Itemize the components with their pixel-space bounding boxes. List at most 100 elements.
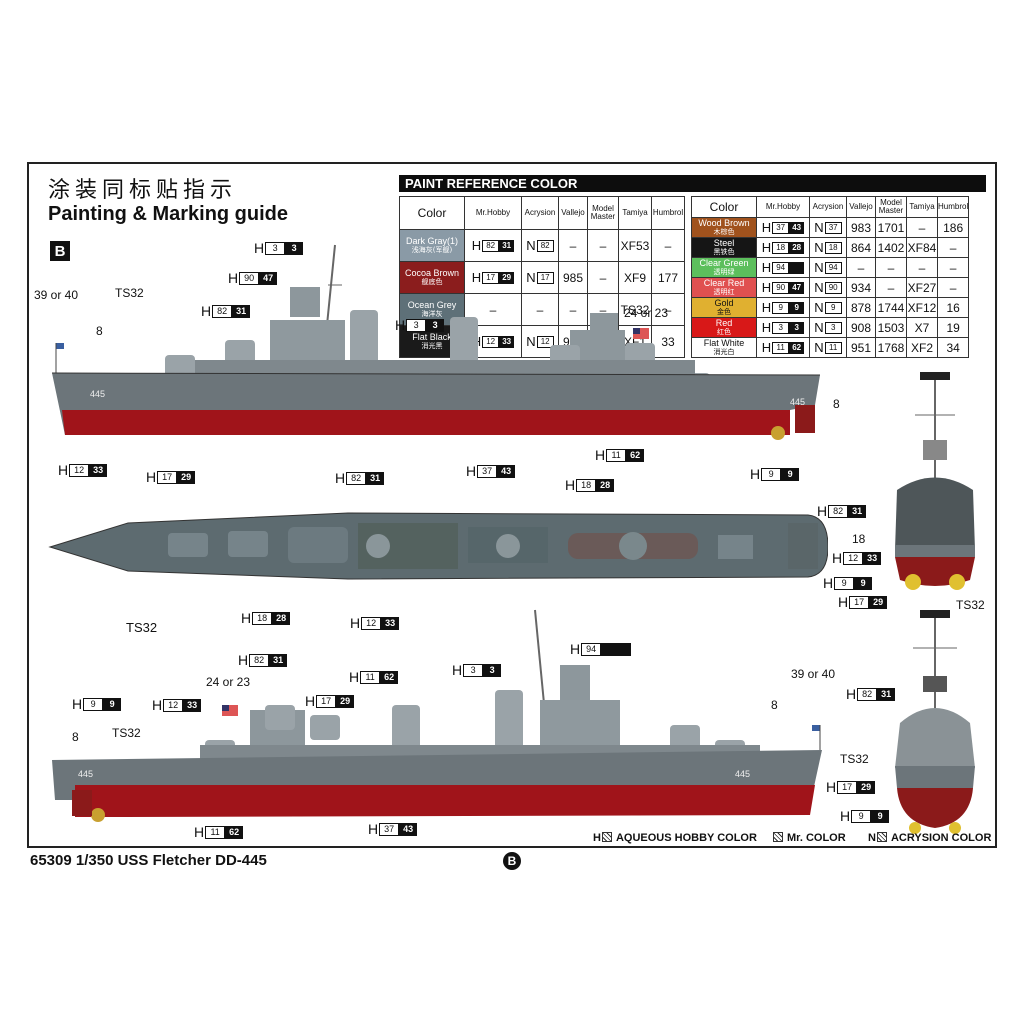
svg-text:445: 445 — [790, 397, 805, 407]
col-color: Color — [691, 196, 757, 218]
footer-page-badge: B — [503, 852, 521, 870]
col-color: Color — [399, 195, 465, 231]
paint-table-right: Color Mr.Hobby Acrysion Vallejo Model Ma… — [691, 196, 970, 358]
vallejo-code: 908 — [846, 317, 876, 338]
model_master-code: 1402 — [875, 237, 907, 258]
title-chinese: 涂装同标贴指示 — [48, 178, 238, 203]
label-decal-8: 8 — [771, 698, 778, 712]
vallejo-code: 864 — [846, 237, 876, 258]
footer-product-title: 65309 1/350 USS Fletcher DD-445 — [30, 852, 267, 869]
page-title: Painting & Marking guide — [48, 203, 289, 225]
model_master-code: 1701 — [875, 217, 907, 238]
paint-table-title: PAINT REFERENCE COLOR — [399, 175, 986, 192]
model_master-code: – — [875, 277, 907, 298]
col-tamiya: Tamiya — [906, 196, 938, 218]
tamiya-code: XF9 — [618, 261, 652, 295]
col-modelmaster: Model Master — [587, 195, 619, 231]
label-decal-8: 8 — [72, 730, 79, 744]
model_master-code: – — [875, 257, 907, 278]
col-mrhobby: Mr.Hobby — [464, 195, 522, 231]
tamiya-code: XF27 — [906, 277, 938, 298]
label-flag-jack: 39 or 40 — [791, 667, 836, 681]
tamiya-code: XF84 — [906, 237, 938, 258]
humbrol-code: 177 — [651, 261, 685, 295]
ship-side-view-top: 445 445 — [51, 244, 821, 440]
col-vallejo: Vallejo — [558, 195, 588, 231]
humbrol-code: – — [936, 257, 970, 278]
label-flag-ensign: 24 or 23 — [624, 306, 669, 320]
section-badge: B — [50, 241, 70, 261]
vallejo-code: 878 — [846, 297, 876, 318]
legend-mr-color: Mr. COLOR — [772, 831, 846, 844]
vallejo-code: 983 — [846, 217, 876, 238]
humbrol-code: 33 — [651, 325, 685, 358]
humbrol-code: 34 — [936, 337, 970, 358]
label-decal-8: 8 — [96, 324, 103, 338]
svg-text:445: 445 — [78, 769, 93, 779]
ship-top-view — [48, 512, 828, 580]
model_master-code: 1744 — [875, 297, 907, 318]
col-humbrol: Humbrol — [936, 196, 970, 218]
tamiya-code: XF2 — [906, 337, 938, 358]
humbrol-code: – — [936, 237, 970, 258]
tamiya-code: – — [906, 217, 938, 238]
model_master-code: 1503 — [875, 317, 907, 338]
label-ts32: TS32 — [840, 752, 869, 766]
col-acrysion: Acrysion — [521, 195, 559, 231]
paint-reference-table: PAINT REFERENCE COLOR Color Mr.Hobby Acr… — [399, 175, 986, 358]
tamiya-code: XF12 — [906, 297, 938, 318]
ship-stern-view — [895, 372, 975, 590]
vallejo-code: – — [558, 229, 588, 263]
vallejo-code: – — [846, 257, 876, 278]
tamiya-code: X7 — [906, 317, 938, 338]
col-humbrol: Humbrol — [651, 195, 685, 231]
ship-bow-view — [895, 610, 975, 834]
col-vallejo: Vallejo — [846, 196, 876, 218]
col-tamiya: Tamiya — [618, 195, 652, 231]
label-flag-ensign: 24 or 23 — [206, 675, 251, 689]
humbrol-code: 186 — [936, 217, 970, 238]
label-ts32: TS32 — [115, 286, 144, 300]
col-mrhobby: Mr.Hobby — [756, 196, 810, 218]
